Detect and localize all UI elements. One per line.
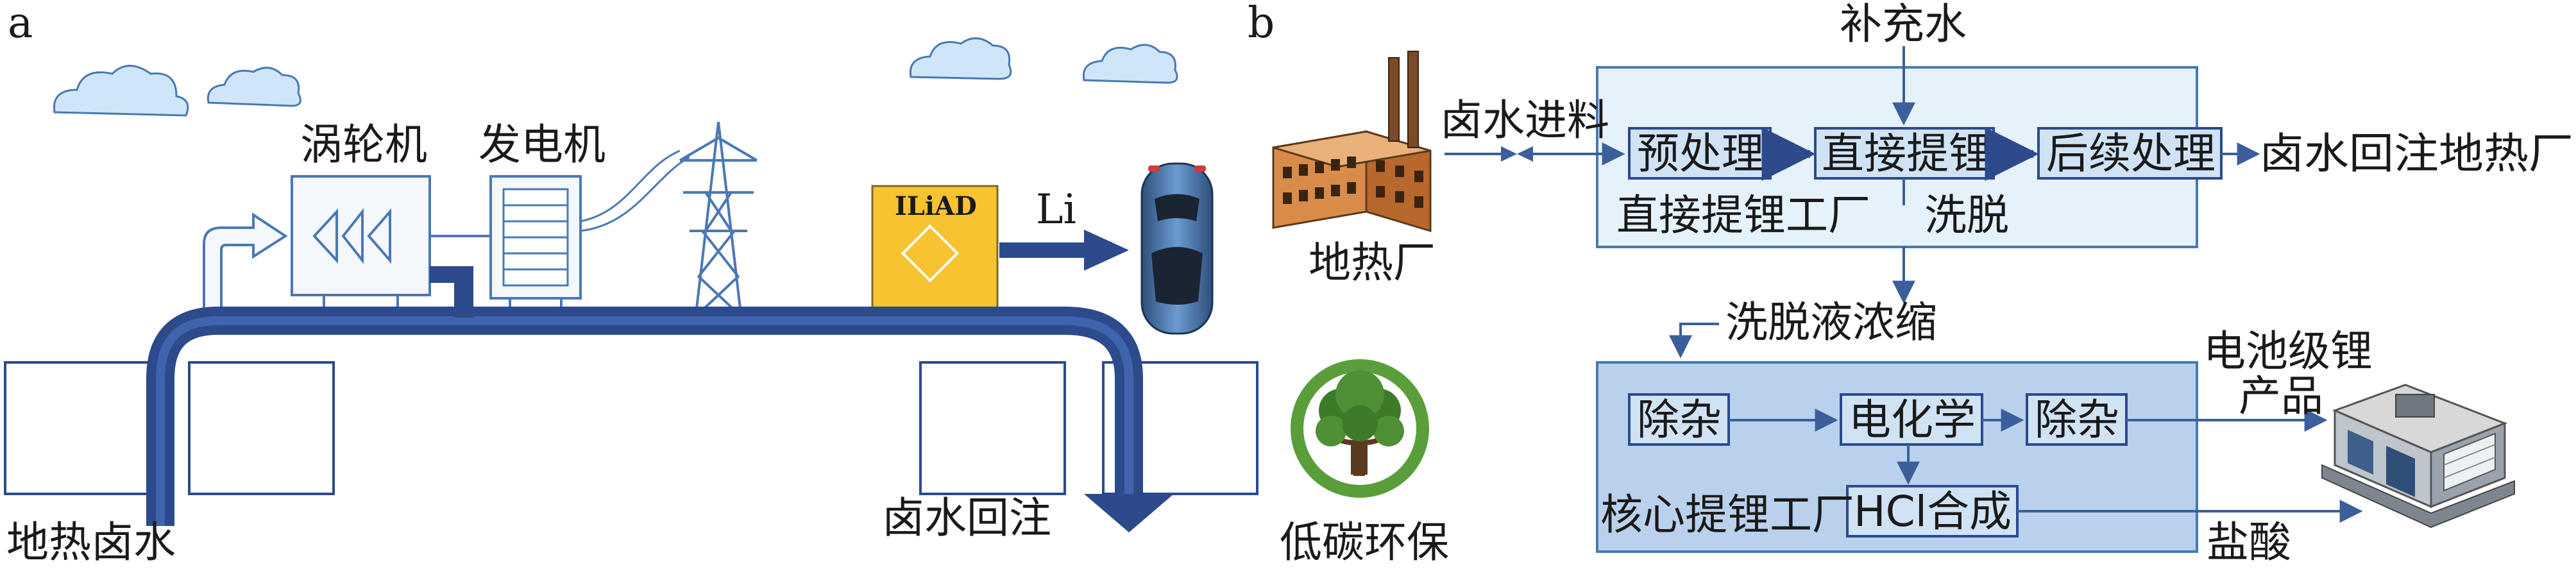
steam-inlet-arrow xyxy=(203,212,288,319)
electric-car-icon xyxy=(1140,162,1214,335)
pretreatment-label: 预处理 xyxy=(1637,129,1764,178)
post-treatment-box xyxy=(2037,127,2223,180)
tree-icon xyxy=(1291,359,1429,498)
generator-label: 发电机 xyxy=(479,120,606,169)
brine-pipeline-inner xyxy=(156,316,1133,526)
post-treatment-label: 后续处理 xyxy=(2046,129,2216,178)
hcl-synthesis-label: HCl合成 xyxy=(1854,487,2012,536)
iliad-unit: ILiAD xyxy=(871,185,999,316)
panel-a-letter: a xyxy=(8,0,33,47)
brine-feed-label: 卤水进料 xyxy=(1440,96,1609,145)
pipe-tap xyxy=(430,266,468,283)
panel-b-letter: b xyxy=(1248,0,1275,47)
impurity-removal-box-1 xyxy=(1628,393,1730,446)
reinjection-label: 卤水回注 xyxy=(882,493,1051,543)
cloud-icon xyxy=(207,67,301,107)
makeup-water-label: 补充水 xyxy=(1840,0,1967,49)
product-warehouse-icon xyxy=(2321,384,2515,529)
generator-icon xyxy=(489,175,582,316)
hydrochloric-acid-label: 盐酸 xyxy=(2207,518,2291,567)
elution-label: 洗脱 xyxy=(1924,191,2009,240)
impurity-removal-label-2: 除杂 xyxy=(2035,395,2119,445)
ground-block xyxy=(919,361,1066,495)
impurity-removal-label-1: 除杂 xyxy=(1637,395,1722,445)
eluate-line xyxy=(1669,323,1719,359)
brine-in-label: 地热卤水 xyxy=(6,518,176,567)
transmission-tower-icon xyxy=(679,121,758,317)
valve-icon xyxy=(1501,146,1533,162)
cloud-icon xyxy=(1082,44,1178,84)
hcl-synthesis-box xyxy=(1846,485,2019,538)
turbine-icon xyxy=(291,175,431,316)
dle-plant-label: 直接提锂工厂 xyxy=(1616,191,1870,240)
ground-block xyxy=(188,361,335,495)
power-wire xyxy=(580,149,681,223)
turbine-label: 涡轮机 xyxy=(300,120,427,169)
iliad-label: ILiAD xyxy=(895,191,977,221)
impurity-removal-box-2 xyxy=(2026,393,2128,446)
core-plant-label: 核心提锂工厂 xyxy=(1600,490,1854,539)
eluate-concentration-label: 洗脱液浓缩 xyxy=(1725,298,1937,347)
low-carbon-label: 低碳环保 xyxy=(1280,518,1449,567)
electrochemistry-box xyxy=(1840,393,1983,446)
power-wire xyxy=(580,156,690,232)
direct-extraction-label: 直接提锂 xyxy=(1822,129,1991,178)
cloud-icon xyxy=(909,37,1012,80)
return-to-plant-label: 卤水回注地热厂 xyxy=(2259,129,2573,178)
cloud-icon xyxy=(53,65,189,117)
battery-grade-label-1: 电池级锂 xyxy=(2203,326,2373,376)
li-arrow xyxy=(999,230,1129,271)
electrochemistry-label: 电化学 xyxy=(1849,395,1976,445)
pretreatment-box xyxy=(1628,127,1772,180)
ground-block xyxy=(4,361,157,495)
li-label: Li xyxy=(1036,186,1076,233)
reinjection-arrowhead xyxy=(1084,494,1174,532)
factory-icon xyxy=(1272,51,1432,233)
battery-grade-label-2: 产品 xyxy=(2239,371,2323,421)
geothermal-plant-label: 地热厂 xyxy=(1309,238,1436,287)
